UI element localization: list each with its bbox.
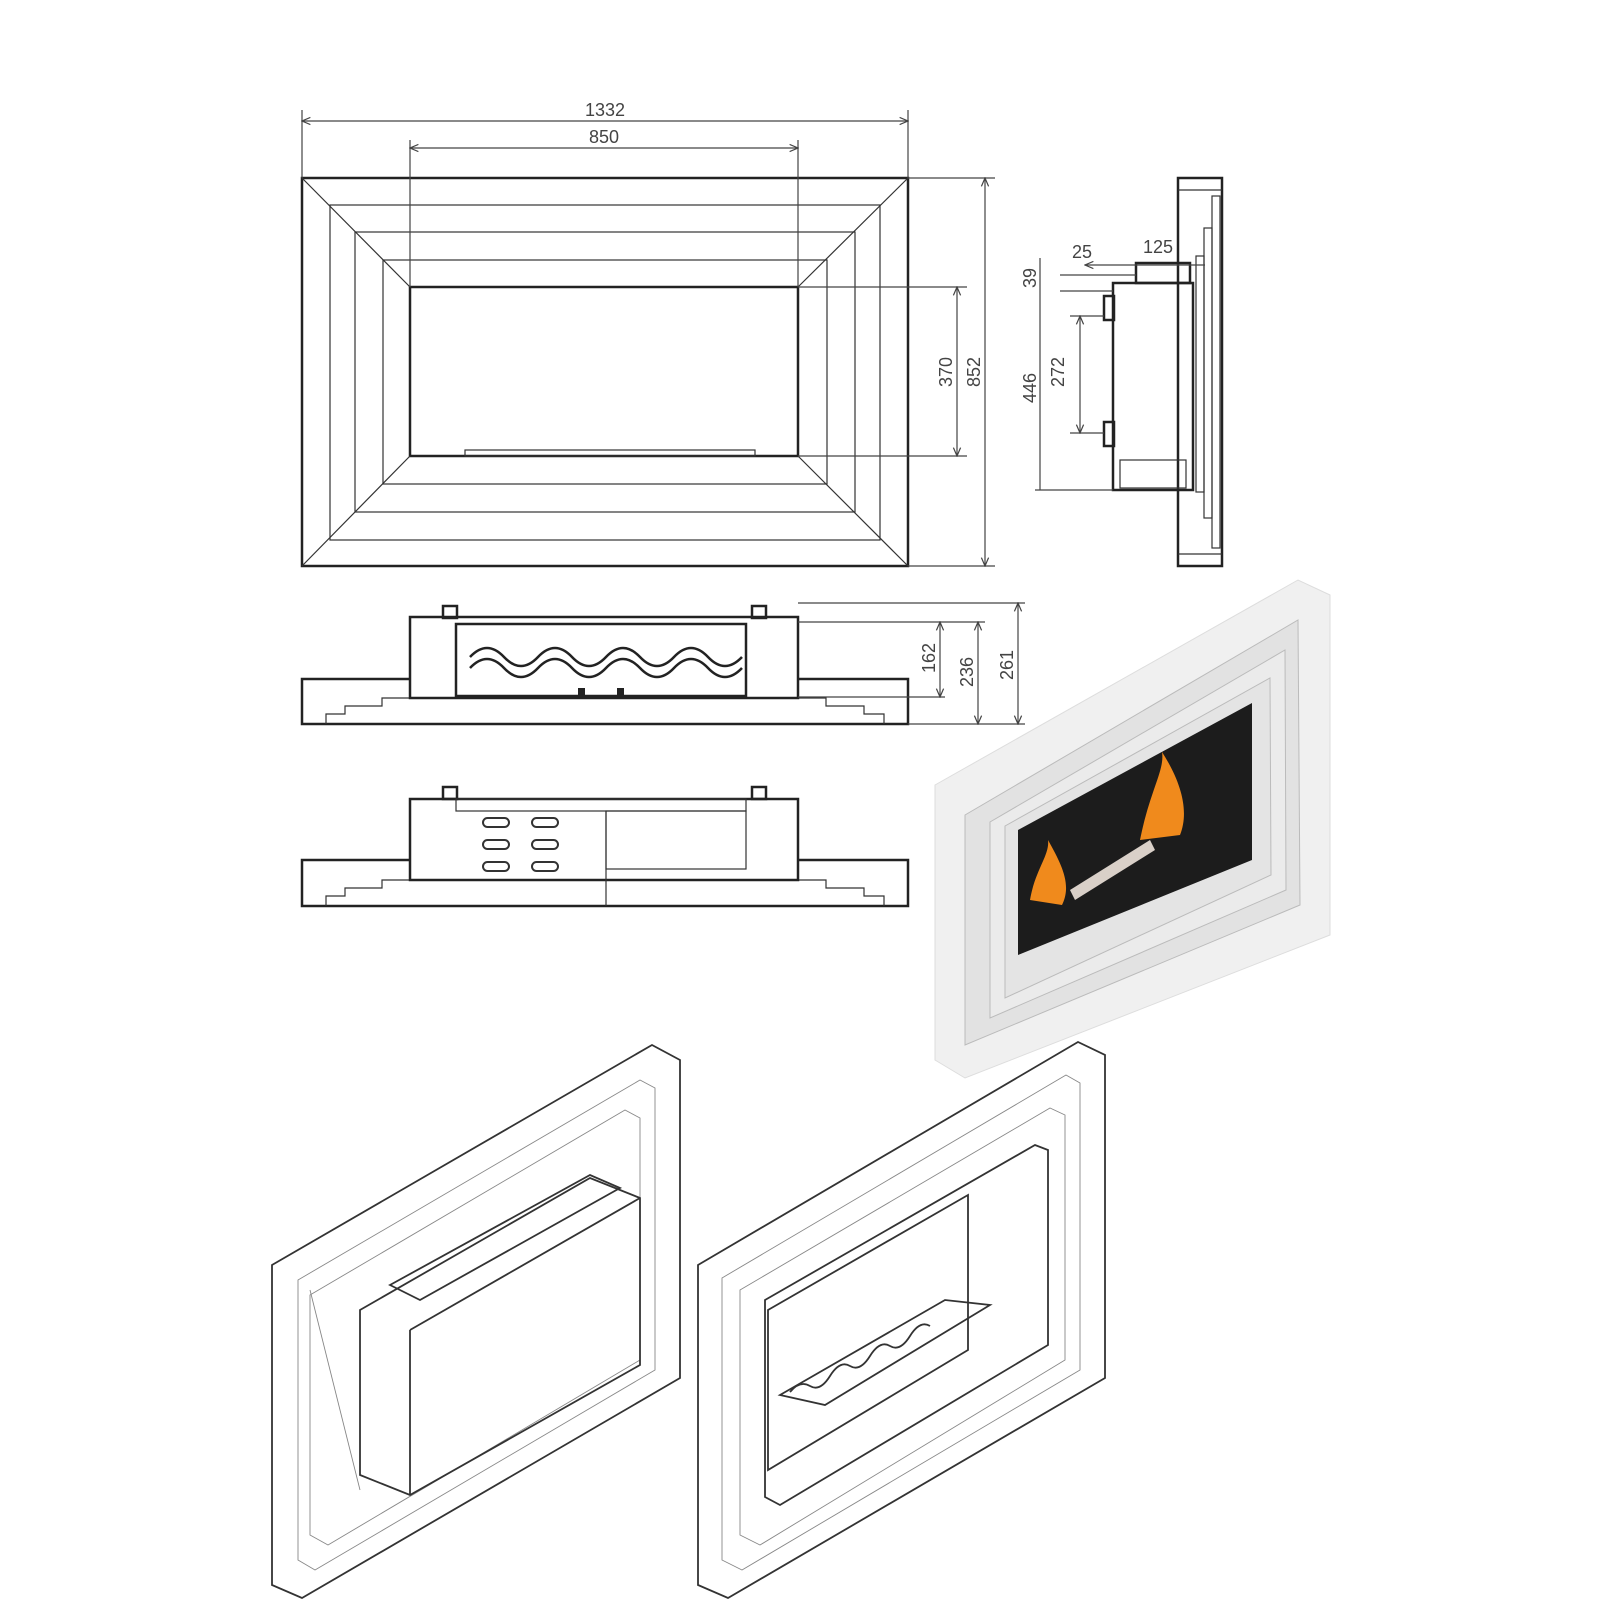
top-view-burner: 162 236 261	[300, 603, 1025, 726]
dim-depth: 125	[1143, 237, 1173, 257]
dim-bracket-spacing: 272	[1048, 357, 1068, 387]
dim-width-opening: 850	[589, 127, 619, 147]
dim-offset-a: 25	[1072, 242, 1092, 262]
dim-total-depth: 261	[997, 650, 1017, 680]
dim-width-outer: 1332	[585, 100, 625, 120]
dim-box-depth: 236	[957, 657, 977, 687]
dim-box-height: 446	[1020, 373, 1040, 403]
fireplace-render	[934, 579, 1331, 1079]
side-view: 25 125 39 446 272	[1020, 176, 1224, 568]
dim-burner-height: 162	[919, 643, 939, 673]
dim-height-outer: 852	[964, 357, 984, 387]
dim-top-offset: 39	[1020, 268, 1040, 288]
isometric-back-view	[271, 1043, 681, 1600]
dim-height-opening: 370	[936, 357, 956, 387]
front-view: 1332 850 852 370	[300, 100, 995, 568]
top-view-box	[300, 785, 910, 908]
isometric-front-view	[697, 1040, 1106, 1600]
